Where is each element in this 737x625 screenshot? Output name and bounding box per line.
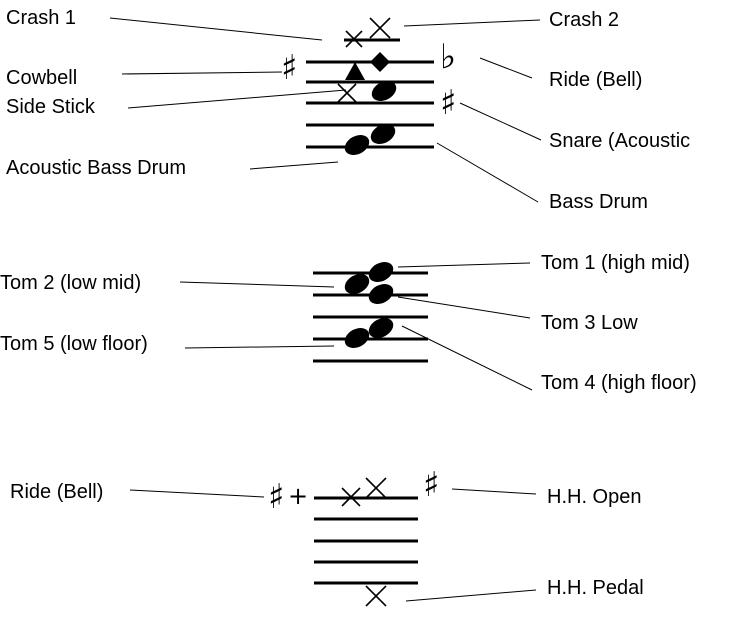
ride-bell-plus-symbol: +	[288, 482, 308, 510]
label-hh-open: H.H. Open	[547, 486, 641, 508]
label-crash2: Crash 2	[549, 9, 619, 31]
leader-side-stick	[127, 89, 347, 109]
leader-crash1	[109, 17, 323, 41]
ride-bell-flat-symbol: ♭	[440, 37, 456, 77]
cowbell-sharp-symbol: ♯	[281, 48, 297, 88]
tom5-notehead	[344, 327, 370, 349]
ride-bell-diamond-notehead	[370, 52, 390, 72]
acoustic-bass-drum-notehead	[344, 134, 370, 156]
snare-sharp-symbol: ♯	[440, 83, 456, 123]
tom4-notehead	[368, 317, 394, 339]
leader-tom3	[397, 296, 531, 319]
label-ride-bell-3: Ride (Bell)	[10, 481, 103, 503]
snare-notehead	[371, 80, 397, 102]
staff-top	[306, 38, 434, 149]
bass-drum-notehead	[370, 123, 396, 145]
cowbell-triangle-notehead	[345, 62, 365, 80]
label-hh-pedal: H.H. Pedal	[547, 577, 644, 599]
leader-crash2	[403, 19, 541, 27]
leader-ride-bell	[479, 57, 533, 79]
kit-legend-toms: Tom 1 (high mid) Tom 2 (low mid) Tom 3 L…	[0, 252, 697, 394]
label-side-stick: Side Stick	[6, 96, 96, 118]
side-stick-x-notehead	[337, 83, 357, 103]
staff-cymbals	[314, 496, 418, 585]
label-tom5: Tom 5 (low floor)	[0, 333, 148, 355]
hh-pedal-x-notehead	[365, 585, 387, 607]
tom3-notehead	[368, 283, 394, 305]
label-cowbell: Cowbell	[6, 67, 77, 89]
leader-tom4	[401, 325, 533, 391]
label-tom3: Tom 3 Low	[541, 312, 638, 334]
label-tom2: Tom 2 (low mid)	[0, 272, 141, 294]
leader-hh-pedal	[405, 589, 537, 602]
leader-cowbell	[121, 71, 283, 75]
tom2-notehead	[344, 273, 370, 295]
leader-tom2	[179, 281, 335, 288]
staff-toms	[313, 271, 428, 363]
label-ride-bell: Ride (Bell)	[549, 69, 642, 91]
label-tom1: Tom 1 (high mid)	[541, 252, 690, 274]
tom1-notehead	[368, 261, 394, 283]
label-crash1: Crash 1	[6, 7, 76, 29]
kit-legend-cymbals: ♯ + ♯ Ride (Bell) H.H. Open H.H. Pedal	[10, 465, 644, 607]
leader-tom1	[397, 262, 531, 268]
label-snare: Snare (Acoustic	[549, 130, 690, 152]
hh-open-x-notehead	[365, 477, 387, 499]
hh-open-sharp-symbol: ♯	[423, 465, 439, 505]
ride-bell-sharp-symbol: ♯	[268, 477, 284, 517]
leader-acoustic-bass-drum	[249, 161, 339, 170]
label-bass-drum: Bass Drum	[549, 191, 648, 213]
kit-legend-top: ♯ ♭ ♯ Crash 1 Crash 2 Cowbell Ride (Bell…	[6, 7, 690, 213]
label-tom4: Tom 4 (high floor)	[541, 372, 697, 394]
leader-ride-bell-3	[129, 489, 265, 498]
leader-snare	[459, 102, 542, 141]
leader-hh-open	[451, 488, 537, 495]
ride-bell-x-notehead	[341, 487, 361, 507]
crash1-x-notehead	[345, 30, 363, 48]
leader-bass-drum	[436, 142, 539, 203]
label-acoustic-bass-drum: Acoustic Bass Drum	[6, 157, 186, 179]
leader-tom5	[184, 345, 335, 349]
crash2-x-notehead	[369, 17, 391, 39]
